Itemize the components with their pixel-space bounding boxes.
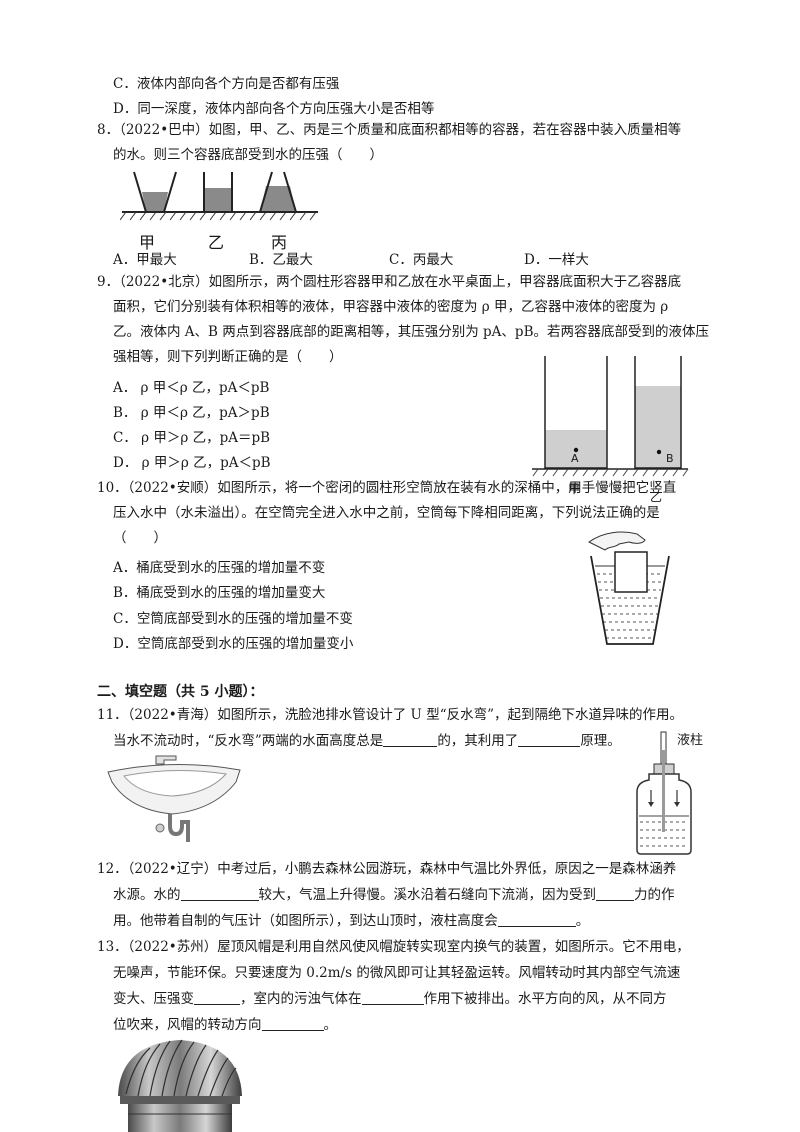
q8-option-d: D．一样大 (524, 252, 589, 268)
q11-text-c: 原理。 (580, 733, 621, 749)
q8-containers-figure (120, 171, 318, 221)
q8-fig-label-bing: 丙 (271, 233, 288, 252)
q10-option-a: A．桶底受到水的压强的增加量不变 (113, 560, 326, 576)
q11-stem-line2: 当水不流动时，“反水弯”两端的水面高度总是 的，其利用了 原理。 (113, 732, 621, 750)
q10-option-b: B．桶底受到水的压强的增加量变大 (113, 585, 326, 601)
q11-washbasin-figure (107, 755, 241, 842)
q12-fig-label-liquid-column: 液柱 (677, 733, 704, 748)
q11-text-b: 的，其利用了 (437, 733, 519, 749)
q8-option-c: C．丙最大 (389, 252, 454, 268)
q12-text-b: 较大，气温上升得慢。溪水沿着石缝向下流淌，因为受到 (258, 887, 597, 903)
q9-fig-label-a: A (571, 452, 579, 465)
q13-blank-3[interactable] (261, 1016, 324, 1031)
q13-text-c: 作用下被排出。水平方向的风，从不同方 (423, 991, 667, 1007)
q12-stem-line2: 水源。水的 较大，气温上升得慢。溪水沿着石缝向下流淌，因为受到 力的作 (113, 886, 675, 904)
q10-bucket-figure (588, 531, 670, 645)
q12-stem-line3: 用。他带着自制的气压计（如图所示），到达山顶时，液柱高度会 。 (113, 912, 589, 930)
q10-stem-line3: （ ） (113, 530, 167, 546)
q12-text-d: 用。他带着自制的气压计（如图所示），到达山顶时，液柱高度会 (113, 913, 498, 929)
section-fill-blank-heading: 二、填空题（共 5 小题）： (97, 684, 264, 700)
q13-stem-line2: 无噪声，节能环保。只要速度为 0.2m/s 的微风即可让其轻盈运转。风帽转动时其… (113, 965, 681, 981)
q11-blank-1[interactable] (383, 732, 438, 747)
q10-stem-line2: 压入水中（水未溢出）。在空筒完全进入水中之前，空筒每下降相同距离，下列说法正确的… (113, 505, 660, 521)
q8-fig-label-yi: 乙 (208, 233, 225, 252)
q12-text-e: 。 (575, 913, 590, 929)
q13-text-b: ，室内的污浊气体在 (240, 991, 362, 1007)
q8-option-a: A．甲最大 (113, 252, 177, 268)
q10-stem-line1: 10．（2022•安顺）如图所示，将一个密闭的圆柱形空筒放在装有水的深桶中，用手… (97, 480, 677, 496)
q8-fig-label-jia: 甲 (139, 233, 156, 252)
q9-fig-label-jia: 甲 (568, 482, 581, 496)
q8-stem-line1: 8．（2022•巴中）如图，甲、乙、丙是三个质量和底面积都相等的容器，若在容器中… (97, 122, 682, 138)
q9-stem-line4: 强相等，则下列判断正确的是（ ） (113, 349, 343, 365)
q12-barometer-figure (636, 731, 692, 855)
q9-option-a: A． ρ 甲＜ρ 乙，pA＜pB (113, 380, 270, 396)
q13-text-d: 位吹来，风帽的转动方向 (113, 1017, 262, 1033)
q13-blank-1[interactable] (194, 990, 240, 1005)
q12-text-c: 力的作 (634, 887, 675, 903)
q9-option-d: D． ρ 甲＞ρ 乙，pA＜pB (113, 455, 271, 471)
q13-text-a: 变大、压强变 (113, 991, 194, 1007)
q13-stem-line3: 变大、压强变 ，室内的污浊气体在 作用下被排出。水平方向的风，从不同方 (113, 990, 667, 1008)
q9-fig-label-b: B (666, 452, 674, 465)
q9-cylinders-figure (532, 356, 689, 477)
q9-stem-line3: 乙。液体内 A、B 两点到容器底部的距离相等，其压强分别为 pA、pB。若两容器… (113, 324, 709, 340)
q10-option-d: D．空筒底部受到水的压强的增加量变小 (113, 636, 354, 652)
q13-stem-line4: 位吹来，风帽的转动方向 。 (113, 1016, 337, 1034)
q13-stem-line1: 13．（2022•苏州）屋顶风帽是利用自然风使风帽旋转实现室内换气的装置，如图所… (97, 939, 690, 955)
q11-blank-2[interactable] (518, 732, 581, 747)
q8-option-b: B．乙最大 (249, 252, 313, 268)
q9-fig-label-yi: 乙 (650, 490, 663, 504)
q13-roof-ventilator-photo (118, 1039, 242, 1132)
q11-stem-line1: 11．（2022•青海）如图所示，洗脸池排水管设计了 U 型“反水弯”，起到隔绝… (97, 707, 684, 723)
q12-stem-line1: 12．（2022•辽宁）中考过后，小鹏去森林公园游玩，森林中气温比外界低，原因之… (97, 861, 677, 877)
q12-text-a: 水源。水的 (113, 887, 181, 903)
q13-text-e: 。 (323, 1017, 338, 1033)
q7-option-c: C．液体内部向各个方向是否都有压强 (113, 76, 340, 92)
q9-stem-line1: 9．（2022•北京）如图所示，两个圆柱形容器甲和乙放在水平桌面上，甲容器底面积… (97, 274, 682, 290)
q12-blank-1[interactable] (180, 886, 259, 901)
q8-stem-line2: 的水。则三个容器底部受到水的压强（ ） (113, 147, 383, 163)
q10-option-c: C．空筒底部受到水的压强的增加量不变 (113, 611, 353, 627)
q9-stem-line2: 面积，它们分别装有体积相等的液体，甲容器中液体的密度为 ρ 甲，乙容器中液体的密… (113, 299, 669, 315)
q9-option-b: B． ρ 甲＜ρ 乙，pA＞pB (113, 405, 270, 421)
q12-blank-2[interactable] (596, 886, 634, 901)
q12-blank-3[interactable] (497, 912, 576, 927)
q11-text-a: 当水不流动时，“反水弯”两端的水面高度总是 (113, 733, 384, 749)
q7-option-d: D．同一深度，液体内部向各个方向压强大小是否相等 (113, 101, 435, 117)
q13-blank-2[interactable] (361, 990, 424, 1005)
q9-option-c: C． ρ 甲＞ρ 乙，pA＝pB (113, 430, 271, 446)
